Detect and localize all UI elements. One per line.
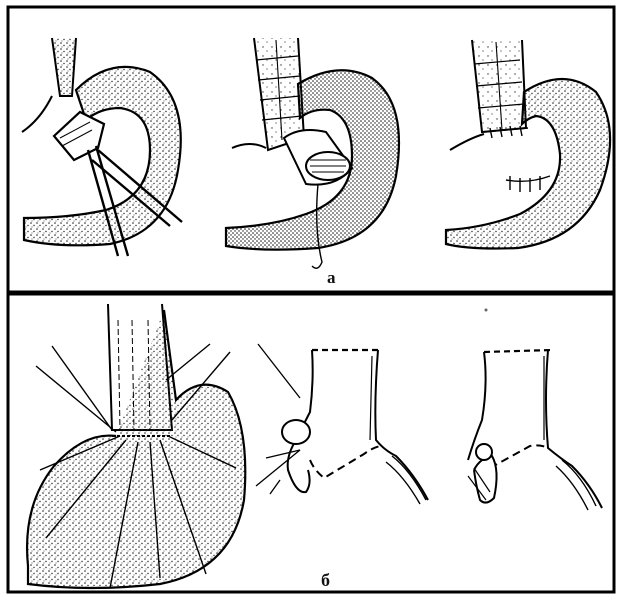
panel-label-b: б [321,570,330,591]
speck [485,309,488,312]
panel-a-figure-3 [446,40,610,249]
panel-a-figure-2 [226,38,399,268]
panel-a-figure-1 [22,38,182,256]
panel-b-figure-3 [468,350,602,510]
panel-b-figure-1 [27,304,245,588]
panel-b-figure-2 [256,344,428,504]
panel-label-a: а [327,268,336,288]
